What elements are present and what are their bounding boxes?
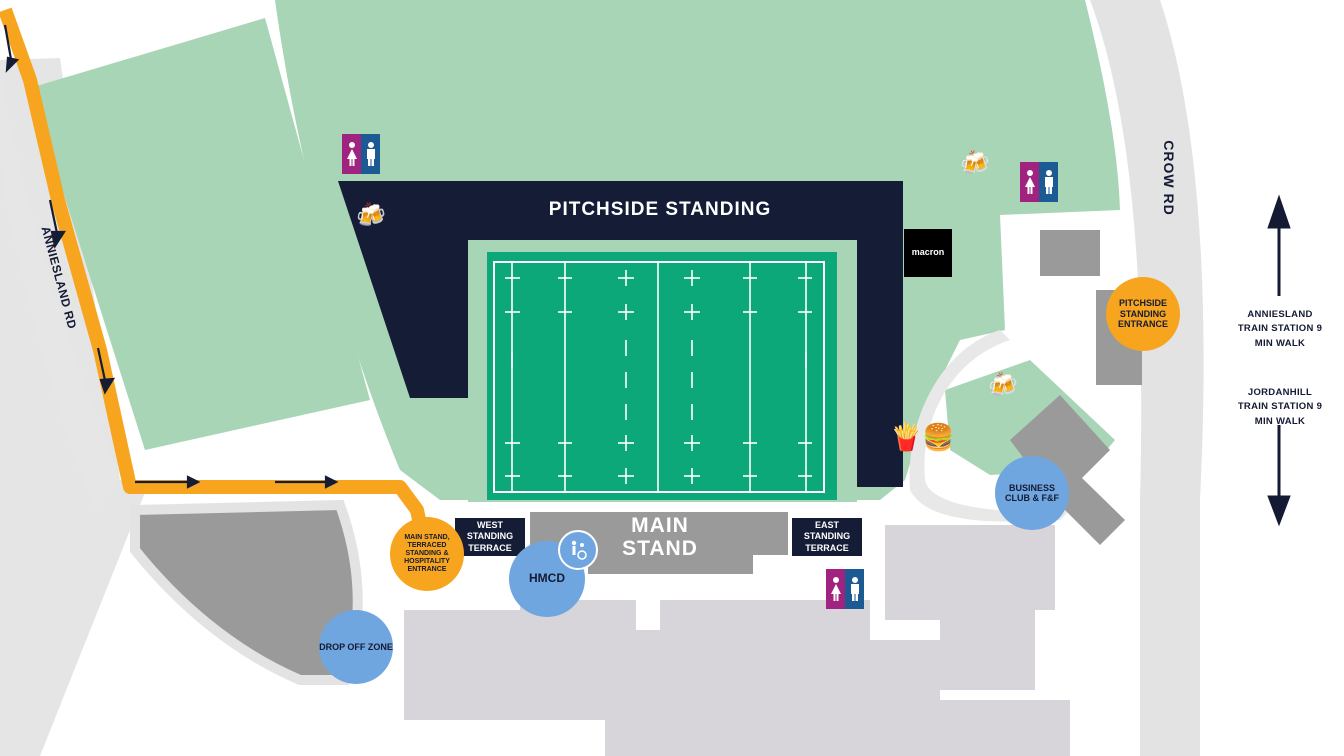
- arrow-down-icon: [1267, 495, 1291, 527]
- beer-icon: 🍻: [988, 372, 1018, 399]
- pitch-outline: [493, 261, 825, 493]
- south-building-corner: [870, 640, 940, 700]
- toilets-icon: [342, 134, 380, 174]
- south-building-west: [404, 600, 870, 720]
- main-entrance-circle[interactable]: MAIN STAND, TERRACED STANDING & HOSPITAL…: [390, 517, 464, 591]
- east-road-loop: [909, 330, 1070, 522]
- business-club-circle[interactable]: BUSINESS CLUB & F&F: [995, 456, 1069, 530]
- food-icon: 🍟🍔: [890, 422, 955, 452]
- main-stand-label: MAIN STAND: [622, 513, 698, 560]
- toilets-icon: [826, 569, 864, 609]
- arrow-up-icon: [1267, 194, 1291, 229]
- crow-road: [1090, 0, 1204, 756]
- pitchside-standing-block: [338, 181, 903, 487]
- toilets-icon: [1020, 162, 1058, 202]
- business-club-building: [1010, 395, 1125, 545]
- training-pitch: [30, 18, 370, 450]
- crow-road-label: CROW RD: [1160, 140, 1177, 216]
- south-building-east: [885, 525, 1055, 690]
- accessibility-badge: [558, 530, 598, 570]
- main-stand-lower: [588, 553, 753, 574]
- main-pitch: [487, 252, 837, 500]
- macron-logo-text: macron: [911, 247, 945, 258]
- route-arrows: [3, 24, 339, 489]
- anniesland-road-band: [0, 70, 120, 510]
- pitchside-entrance-circle[interactable]: PITCHSIDE STANDING ENTRANCE: [1106, 277, 1180, 351]
- south-building-south: [605, 700, 1070, 756]
- west-terrace-label: WEST STANDING TERRACE: [455, 518, 525, 556]
- pitchside-entrance-label: PITCHSIDE STANDING ENTRANCE: [1117, 298, 1168, 330]
- direction-down-text: JORDANHILL TRAIN STATION 9 MIN WALK: [1237, 387, 1323, 427]
- direction-arrows: [1267, 194, 1291, 527]
- east-building-1: [1040, 230, 1100, 276]
- business-club-label: BUSINESS CLUB & F&F: [1005, 482, 1059, 503]
- beer-icon: 🍻: [960, 150, 990, 177]
- main-entrance-label: MAIN STAND, TERRACED STANDING & HOSPITAL…: [404, 533, 450, 574]
- parking-area: [135, 505, 358, 680]
- beer-icon: 🍻: [356, 202, 386, 229]
- hmcd-label: HMCD: [529, 571, 565, 586]
- parking-border: [130, 499, 363, 685]
- accessibility-icon: [571, 540, 587, 560]
- direction-up-text: ANNIESLAND TRAIN STATION 9 MIN WALK: [1237, 309, 1323, 349]
- pitch-markings: [505, 262, 812, 492]
- roads: [0, 0, 1204, 756]
- macron-shop[interactable]: macron: [904, 229, 952, 277]
- east-terrace-label: EAST STANDING TERRACE: [792, 518, 862, 556]
- drop-off-circle[interactable]: DROP OFF ZONE: [319, 610, 393, 684]
- drop-off-label: DROP OFF ZONE: [319, 641, 393, 652]
- route-line: [0, 7, 434, 560]
- pitchside-standing-label: PITCHSIDE STANDING: [548, 198, 772, 220]
